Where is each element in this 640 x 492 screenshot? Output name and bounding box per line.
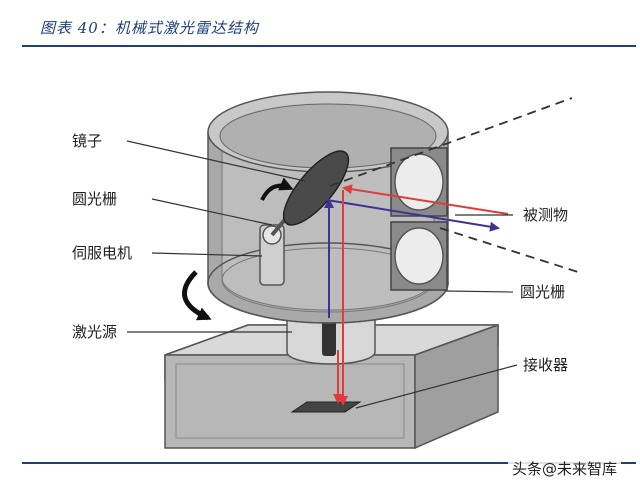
label-grating-right: 圆光栅: [520, 283, 565, 301]
return-beam-from-target: [342, 184, 509, 215]
label-receiver: 接收器: [523, 356, 568, 374]
watermark: 头条@未来智库: [508, 457, 622, 480]
label-grating-left: 圆光栅: [72, 190, 117, 208]
label-servo-motor: 伺服电机: [72, 244, 132, 262]
reflected-beam-to-target: [326, 199, 500, 232]
fov-dashed-lower: [439, 227, 579, 273]
fov-dashed-upper: [329, 97, 573, 187]
figure-title: 图表 40：机械式激光雷达结构: [40, 19, 259, 37]
label-target: 被测物: [523, 206, 568, 224]
leader-grating-left: [151, 198, 273, 226]
title-divider: [22, 45, 636, 47]
label-mirror: 镜子: [72, 132, 102, 150]
leader-receiver: [355, 364, 518, 409]
bottom-divider: [22, 462, 636, 464]
lens-windows: [390, 147, 448, 291]
mirror: [270, 150, 350, 237]
housing-rotation-arrow: [182, 270, 212, 321]
leader-grating-right: [445, 290, 514, 293]
leader-mirror: [126, 140, 306, 182]
label-laser-source: 激光源: [72, 323, 117, 341]
mirror-rotation-arrow: [260, 177, 294, 201]
leader-servo-motor: [151, 252, 263, 257]
